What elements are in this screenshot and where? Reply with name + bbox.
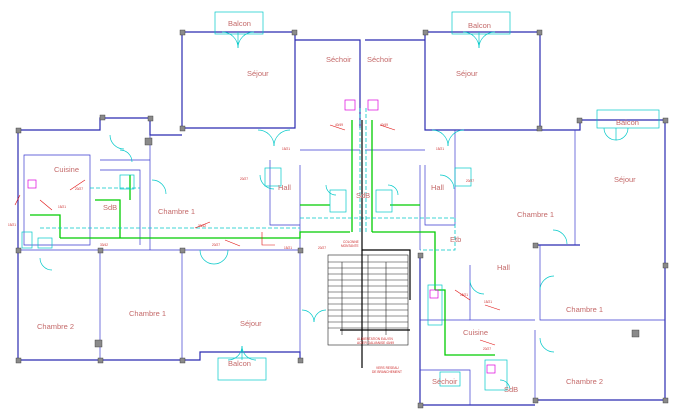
pipe-label-12: 20/27 — [483, 347, 491, 351]
room-sdb-bottom: SdB — [504, 385, 518, 394]
room-sechoir-right: Séchoir — [367, 55, 393, 64]
room-chambre1-left: Chambre 1 — [158, 207, 195, 216]
room-balcon-right: Balcon — [616, 118, 639, 127]
room-chambre1-right: Chambre 1 — [517, 210, 554, 219]
pipe-label-15: 15/21 — [282, 147, 290, 151]
plumbing-green — [30, 120, 495, 356]
room-sejour-bottom: Séjour — [240, 319, 262, 328]
room-etb: Etb — [450, 235, 461, 244]
room-chambre2-left: Chambre 2 — [37, 322, 74, 331]
pipe-label-7: 20/27 — [75, 187, 83, 191]
room-hall-lower: Hall — [497, 263, 510, 272]
pipe-label-8: 15/21 — [58, 205, 66, 209]
room-hall-right: Hall — [431, 183, 444, 192]
pipe-label-17: 20/27 — [466, 179, 474, 183]
pipe-label-2: 20/27 — [212, 243, 220, 247]
pipe-label-11: 15/21 — [460, 293, 468, 297]
room-balcon-top-right: Balcon — [468, 21, 491, 30]
sanitary-fixtures — [21, 99, 508, 391]
room-cuisine-bottom: Cuisine — [463, 328, 488, 337]
pipe-label-13: 15/21 — [484, 300, 492, 304]
pipe-label-14: 15/21 — [436, 147, 444, 151]
pipe-label-6: 40/49 — [380, 123, 388, 127]
pipe-label-5: 40/49 — [335, 123, 343, 127]
room-sdb-left: SdB — [103, 203, 117, 212]
room-sejour-top-left: Séjour — [247, 69, 269, 78]
room-sejour-top-right: Séjour — [456, 69, 478, 78]
technical-notes: ALIMENTATION EAU EN ACIER GALVANISE 40/4… — [8, 123, 492, 374]
room-chambre2-right: Chambre 2 — [566, 377, 603, 386]
pipe-label-3: 15/21 — [284, 246, 292, 250]
room-hall-left: Hall — [278, 183, 291, 192]
room-sejour-right: Séjour — [614, 175, 636, 184]
staircase — [327, 254, 409, 346]
note-alimentation-line2: ACIER GALVANISE 40/49 — [357, 341, 394, 345]
room-cuisine-left: Cuisine — [54, 165, 79, 174]
note-colonne-line1: COLONNE — [343, 240, 359, 244]
plumbing-dashed — [40, 108, 456, 251]
room-sdb-center: SdB — [356, 191, 370, 200]
water-supply-black — [340, 120, 411, 368]
pipe-label-16: 20/27 — [240, 177, 248, 181]
room-chambre1-bottom-right: Chambre 1 — [566, 305, 603, 314]
pipe-label-9: 15/21 — [8, 223, 16, 227]
pipe-label-10: 33/42 — [100, 243, 108, 247]
pipe-label-1: 33/42 — [198, 224, 206, 228]
pipe-label-4: 20/27 — [318, 246, 326, 250]
room-balcon-bottom: Balcon — [228, 359, 251, 368]
note-vers-reseau-line2: DE BRANCHEMENT — [372, 370, 402, 374]
outer-walls — [17, 31, 666, 406]
room-sechoir-left: Séchoir — [326, 55, 352, 64]
room-sechoir-bottom: Séchoir — [432, 377, 458, 386]
room-balcon-top-left: Balcon — [228, 19, 251, 28]
note-vers-reseau-line1: VERS RESEAU — [376, 366, 399, 370]
room-chambre1-bottom-left: Chambre 1 — [129, 309, 166, 318]
pipe-annotations-red — [14, 124, 501, 346]
note-alimentation-line1: ALIMENTATION EAU EN — [357, 337, 394, 341]
room-labels: Balcon Balcon Balcon Balcon Séjour Séjou… — [37, 19, 639, 394]
note-colonne-line2: MONTANTE — [341, 244, 359, 248]
structural-columns — [15, 29, 669, 409]
doors — [39, 31, 629, 391]
